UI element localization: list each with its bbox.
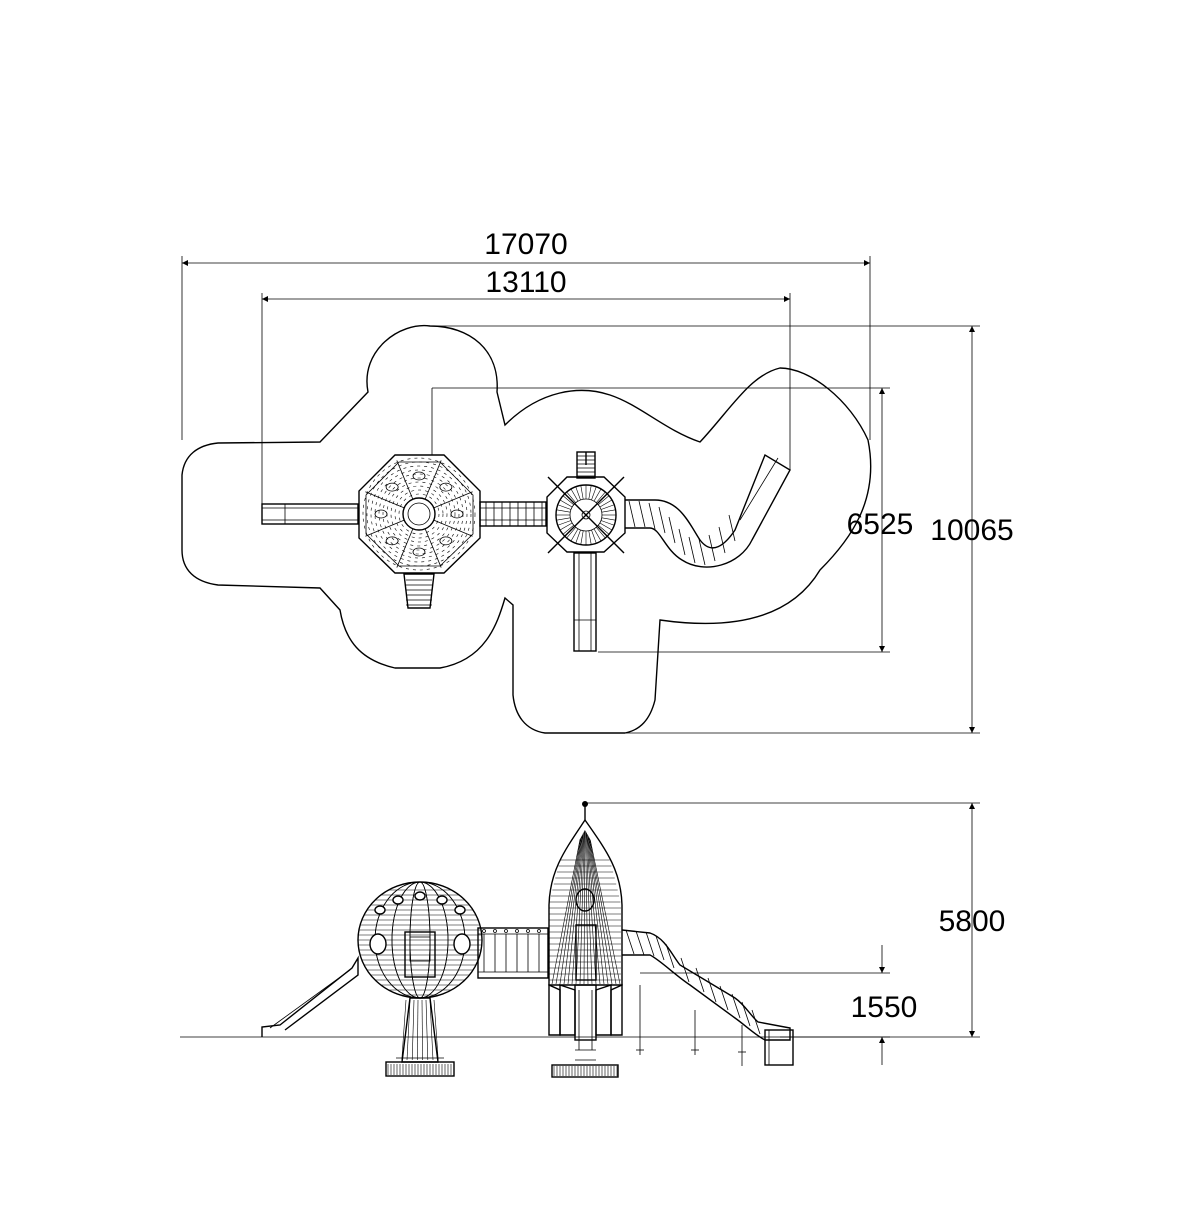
plan-bridge <box>479 501 547 527</box>
elevation-view: 5800 1550 <box>180 801 1006 1078</box>
dim-label-total-height: 5800 <box>939 905 1006 938</box>
elev-bridge <box>477 927 549 979</box>
elev-tube-slide <box>621 929 794 1066</box>
safety-zone-outline <box>181 324 872 734</box>
elev-straight-slide <box>261 955 359 1037</box>
dim-label-structure-depth: 6525 <box>847 508 914 541</box>
dim-label-overall-width: 17070 <box>484 228 567 261</box>
plan-sphere-ladder <box>403 573 435 609</box>
dim-label-structure-width: 13110 <box>485 266 566 299</box>
plan-view: 17070 13110 6525 10065 <box>181 228 1014 734</box>
elev-support-posts <box>636 985 746 1066</box>
plan-rocket-bottom-climber <box>573 552 597 652</box>
plan-straight-slide <box>261 503 359 525</box>
plan-sphere-tower <box>358 454 481 574</box>
elev-sphere-tower <box>357 881 483 1077</box>
plan-rocket-tower <box>546 452 626 554</box>
dim-label-overall-depth: 10065 <box>930 514 1013 547</box>
plan-rocket-top-ladder <box>576 451 596 479</box>
rocket-antenna-tip <box>582 801 588 807</box>
plan-tube-slide <box>625 453 791 568</box>
dim-label-platform-height: 1550 <box>851 991 918 1024</box>
elev-rocket-tower <box>548 801 623 1078</box>
